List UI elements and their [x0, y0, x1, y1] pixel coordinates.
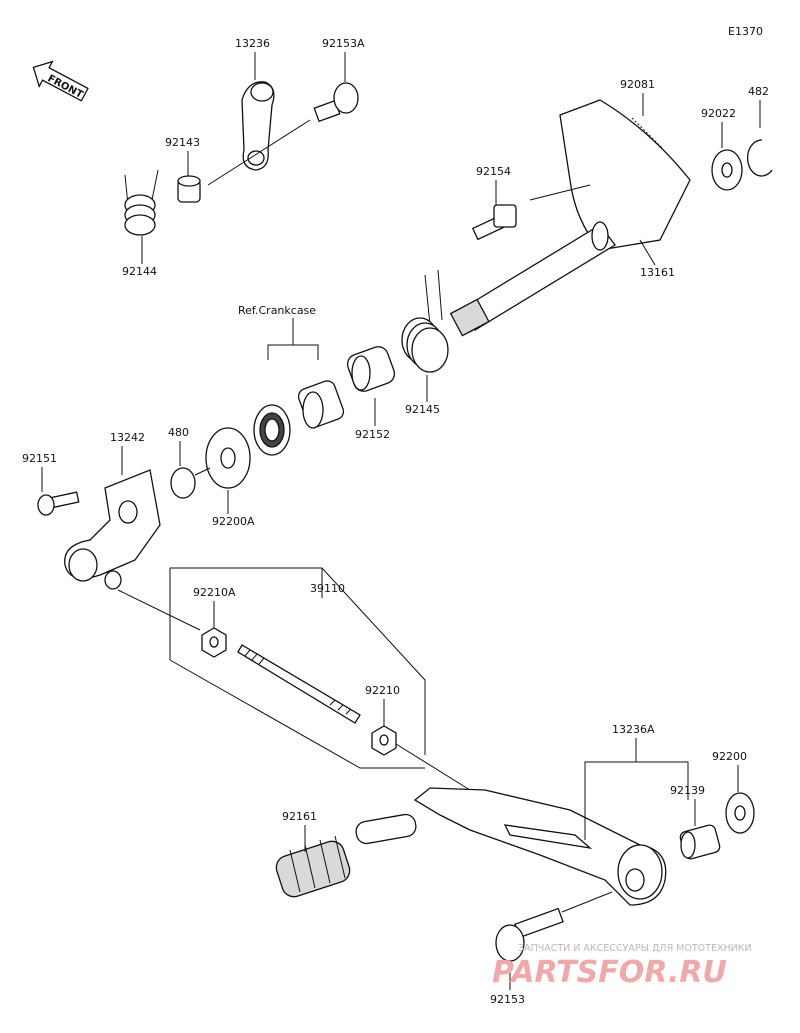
- label-13236: 13236: [235, 37, 270, 50]
- part-480-circlip[interactable]: [170, 467, 196, 499]
- label-92200A: 92200A: [212, 515, 255, 528]
- label-92210A: 92210A: [193, 586, 236, 599]
- part-92200-washer[interactable]: [725, 792, 755, 834]
- label-92022: 92022: [701, 107, 736, 120]
- label-92210: 92210: [365, 684, 400, 697]
- part-92139-collar[interactable]: [679, 824, 721, 860]
- label-92081: 92081: [620, 78, 655, 91]
- part-92144-spring[interactable]: [124, 169, 159, 236]
- label-92139: 92139: [670, 784, 705, 797]
- watermark-logo: PARTSFOR.RU: [492, 955, 727, 990]
- part-92210-nut[interactable]: [371, 725, 397, 756]
- part-39110-tie-rod[interactable]: [237, 644, 361, 724]
- label-92143: 92143: [165, 136, 200, 149]
- part-92143-collar[interactable]: [177, 175, 201, 203]
- part-92153A-bolt[interactable]: [313, 82, 359, 123]
- part-13161-shift-shaft[interactable]: [449, 99, 691, 337]
- label-92153: 92153: [490, 993, 525, 1006]
- label-92152: 92152: [355, 428, 390, 441]
- label-92153A: 92153A: [322, 37, 365, 50]
- part-92081-spring[interactable]: [631, 117, 663, 149]
- part-92161-shift-rubber[interactable]: [273, 813, 417, 900]
- label-13242: 13242: [110, 431, 145, 444]
- part-92153-bolt[interactable]: [495, 907, 564, 962]
- label-480: 480: [168, 426, 189, 439]
- ref-crankcase-needle-bearing[interactable]: [296, 379, 345, 430]
- part-92145-spring[interactable]: [401, 269, 449, 373]
- part-92151-bolt[interactable]: [37, 491, 80, 516]
- part-482-circlip[interactable]: [746, 139, 773, 177]
- ref-crankcase-label: Ref.Crankcase: [238, 304, 316, 317]
- label-92151: 92151: [22, 452, 57, 465]
- label-92200: 92200: [712, 750, 747, 763]
- front-arrow-icon: FRONT: [32, 60, 89, 102]
- part-13236-arm[interactable]: [241, 81, 275, 171]
- part-92154-bolt[interactable]: [471, 204, 517, 241]
- label-13236A: 13236A: [612, 723, 655, 736]
- label-92154: 92154: [476, 165, 511, 178]
- diagram-code: E1370: [728, 25, 763, 38]
- part-13236A-shift-pedal[interactable]: [413, 787, 667, 906]
- watermark-text: ЗАПЧАСТИ И АКСЕССУАРЫ ДЛЯ МОТОТЕХНИКИ: [518, 943, 752, 954]
- ref-crankcase-oil-seal[interactable]: [253, 404, 291, 456]
- label-92161: 92161: [282, 810, 317, 823]
- part-92152-collar[interactable]: [345, 344, 397, 394]
- part-13242-lever[interactable]: [64, 469, 161, 590]
- label-13161: 13161: [640, 266, 675, 279]
- part-92022-washer[interactable]: [711, 149, 743, 191]
- label-92144: 92144: [122, 265, 157, 278]
- label-92145: 92145: [405, 403, 440, 416]
- part-92200A-washer[interactable]: [205, 427, 251, 489]
- label-39110: 39110: [310, 582, 345, 595]
- label-482: 482: [748, 85, 769, 98]
- part-92210A-nut[interactable]: [201, 627, 227, 658]
